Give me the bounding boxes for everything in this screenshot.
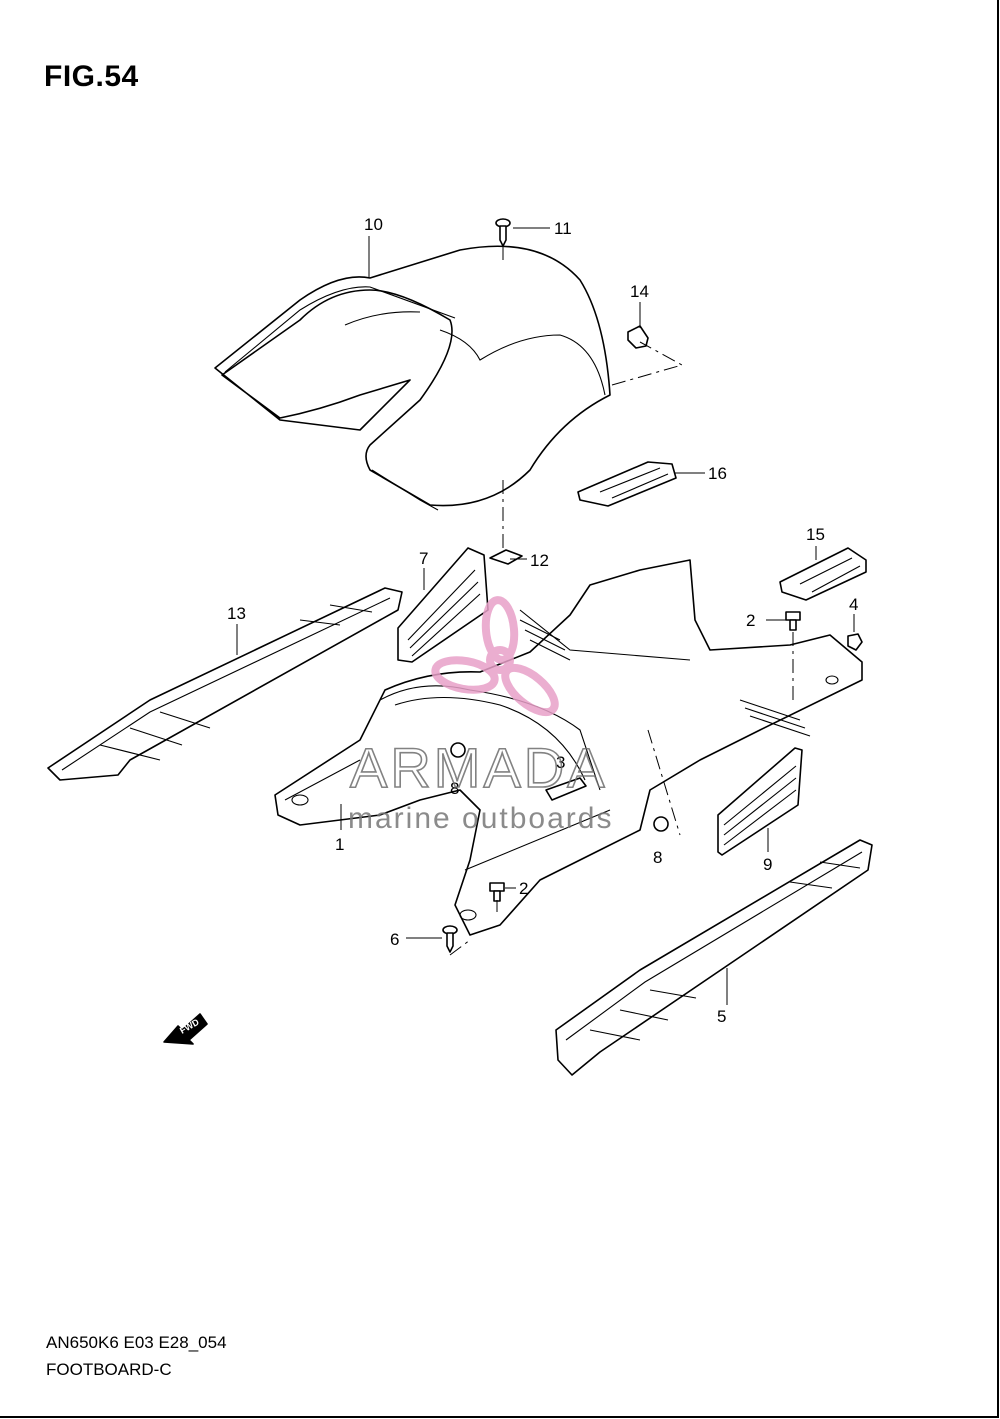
figure-caption: FOOTBOARD-C: [46, 1360, 172, 1379]
part-16-plate: [779, 547, 867, 601]
assembly-lines: [449, 246, 794, 956]
part-13-footboard-mat-left: [47, 587, 403, 781]
part-6-grille-left: [397, 547, 489, 663]
watermark-logo-icon: [431, 596, 559, 717]
part-15-plate: [577, 461, 677, 507]
callout-13: 13: [227, 604, 246, 623]
callout-3: 3: [556, 753, 565, 772]
part-11-clip: [489, 549, 523, 565]
watermark: ARMADA marine outboards: [348, 596, 613, 835]
model-code: AN650K6 E03 E28_054: [46, 1333, 227, 1352]
callout-14: 5: [717, 1007, 726, 1026]
figure-title: FIG.54: [44, 60, 139, 93]
part-9-cover: [214, 245, 611, 511]
part-10-screw: [495, 218, 511, 247]
fwd-arrow-icon: FWD: [163, 1013, 208, 1045]
callout-5: 6: [390, 930, 399, 949]
callout-7: 9: [763, 855, 772, 874]
part-3-pad: [545, 777, 587, 801]
part-4-push-rivet: [847, 633, 863, 651]
callout-2-upper: 2: [746, 611, 755, 630]
callout-16: 15: [806, 525, 825, 544]
callout-8-left: 8: [450, 779, 459, 798]
callout-11: 12: [530, 551, 549, 570]
callout-8-right: 8: [653, 848, 662, 867]
callout-2-lower: 2: [519, 879, 528, 898]
part-2-grommet-upper: [785, 611, 801, 631]
callout-9: 10: [364, 215, 383, 234]
callout-4: 4: [849, 595, 858, 614]
watermark-tagline: marine outboards: [348, 802, 613, 835]
part-7-grille-right: [717, 747, 803, 856]
callout-labels: 10 11 14 16 15 7 12 13 2 4 3 8 1 8 9 2 6…: [227, 215, 858, 1026]
part-8-clip-left: [450, 742, 466, 758]
part-14-footboard-mat-right: [555, 839, 873, 1076]
callout-1: 1: [335, 835, 344, 854]
callout-12: 14: [630, 282, 649, 301]
part-1-footboard-frame: [274, 559, 863, 936]
callout-6: 7: [419, 549, 428, 568]
leader-lines: [236, 227, 855, 1005]
part-8-clip-right: [653, 816, 669, 832]
callout-15: 16: [708, 464, 727, 483]
watermark-brand: ARMADA: [350, 736, 608, 799]
callout-10: 11: [554, 219, 572, 238]
part-5-screw: [442, 925, 458, 953]
